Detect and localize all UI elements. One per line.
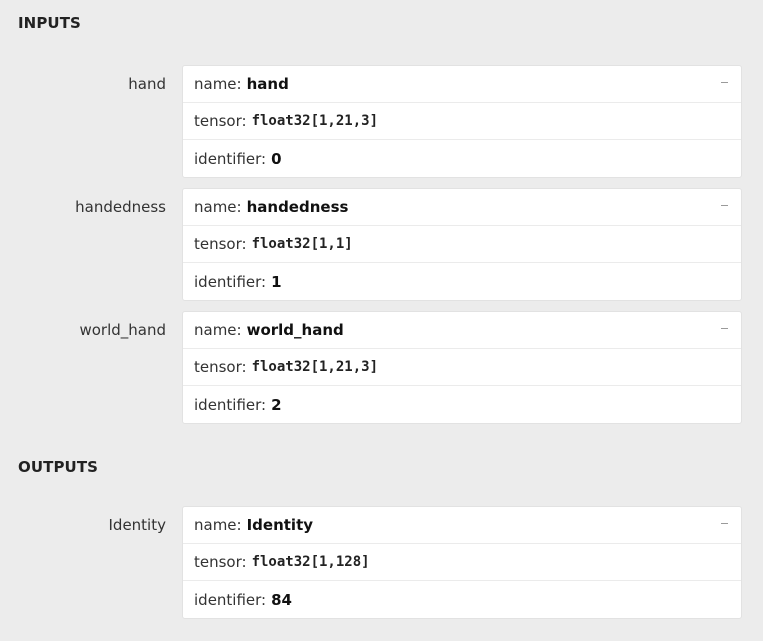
- input-label-hand: hand: [128, 75, 166, 93]
- input-card-handedness: name: handedness tensor: float32[1,1] id…: [182, 188, 742, 301]
- name-row: name: Identity: [183, 507, 741, 544]
- input-card-world-hand: name: world_hand tensor: float32[1,21,3]…: [182, 311, 742, 424]
- inputs-section-title: INPUTS: [18, 14, 81, 32]
- identifier-key: identifier:: [194, 149, 267, 168]
- name-value: handedness: [246, 198, 349, 216]
- name-key: name:: [194, 516, 242, 534]
- tensor-value: float32[1,21,3]: [251, 359, 379, 375]
- tensor-row: tensor: float32[1,1]: [183, 226, 741, 263]
- name-value: hand: [246, 75, 289, 93]
- name-row: name: handedness: [183, 189, 741, 226]
- name-key: name:: [194, 75, 242, 93]
- collapse-icon[interactable]: [717, 321, 731, 335]
- identifier-value: 2: [271, 395, 282, 414]
- name-key: name:: [194, 198, 242, 216]
- identifier-key: identifier:: [194, 272, 267, 291]
- collapse-icon[interactable]: [717, 75, 731, 89]
- input-label-world-hand: world_hand: [79, 321, 166, 339]
- collapse-icon[interactable]: [717, 516, 731, 530]
- collapse-icon[interactable]: [717, 198, 731, 212]
- outputs-section-title: OUTPUTS: [18, 458, 99, 476]
- tensor-value: float32[1,1]: [251, 236, 353, 252]
- identifier-row: identifier: 1: [183, 263, 741, 300]
- tensor-value: float32[1,128]: [251, 554, 370, 570]
- input-card-hand: name: hand tensor: float32[1,21,3] ident…: [182, 65, 742, 178]
- tensor-key: tensor:: [194, 358, 247, 376]
- identifier-value: 0: [271, 149, 282, 168]
- identifier-key: identifier:: [194, 395, 267, 414]
- tensor-value: float32[1,21,3]: [251, 113, 379, 129]
- tensor-row: tensor: float32[1,128]: [183, 544, 741, 581]
- input-label-handedness: handedness: [75, 198, 166, 216]
- identifier-row: identifier: 0: [183, 140, 741, 177]
- name-key: name:: [194, 321, 242, 339]
- name-value: world_hand: [246, 321, 344, 339]
- identifier-value: 1: [271, 272, 282, 291]
- identifier-key: identifier:: [194, 590, 267, 609]
- name-row: name: hand: [183, 66, 741, 103]
- tensor-key: tensor:: [194, 553, 247, 571]
- output-card-identity: name: Identity tensor: float32[1,128] id…: [182, 506, 742, 619]
- output-label-identity: Identity: [108, 516, 167, 534]
- tensor-key: tensor:: [194, 235, 247, 253]
- name-value: Identity: [246, 516, 314, 534]
- tensor-row: tensor: float32[1,21,3]: [183, 349, 741, 386]
- identifier-row: identifier: 84: [183, 581, 741, 618]
- name-row: name: world_hand: [183, 312, 741, 349]
- identifier-value: 84: [271, 590, 292, 609]
- tensor-row: tensor: float32[1,21,3]: [183, 103, 741, 140]
- identifier-row: identifier: 2: [183, 386, 741, 423]
- tensor-key: tensor:: [194, 112, 247, 130]
